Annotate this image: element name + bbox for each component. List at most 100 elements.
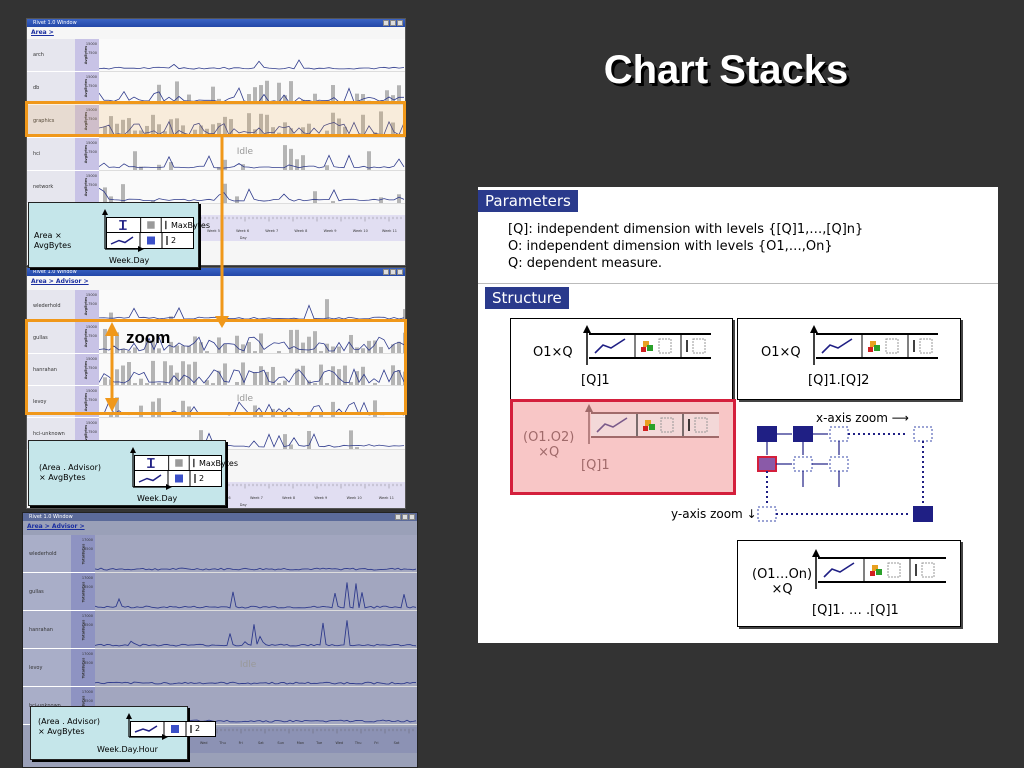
y-tick: 7500 <box>88 51 97 55</box>
data-bar <box>169 365 173 385</box>
data-line <box>95 567 417 571</box>
data-bar <box>109 312 113 321</box>
week-tick-label: Week 9 <box>323 229 337 233</box>
y-axis-label: AvgBytes <box>84 177 89 197</box>
data-bar <box>151 200 155 203</box>
minimize-icon[interactable] <box>383 20 389 26</box>
data-bar <box>373 400 377 417</box>
data-bar <box>397 341 401 353</box>
row-label: network <box>27 171 75 204</box>
minimize-icon[interactable] <box>383 269 389 275</box>
y-arrowhead <box>583 325 591 333</box>
data-bar <box>247 342 251 353</box>
window-title: Rivet 1.0 Window <box>33 20 77 26</box>
data-bar <box>391 365 395 385</box>
data-bar <box>169 316 173 321</box>
row-plot <box>99 290 405 322</box>
data-bar <box>271 127 275 137</box>
breadcrumb[interactable]: Area > Advisor > <box>31 278 89 285</box>
legend-measure: MaxBytes <box>199 458 238 468</box>
close-icon[interactable] <box>409 514 415 520</box>
data-bar <box>103 377 107 385</box>
day-tick-label: Thu <box>354 741 362 745</box>
legend-encoding-row: MaxBytes <box>135 456 238 471</box>
row-plot <box>95 611 417 649</box>
y-tick: 8500 <box>84 623 93 627</box>
data-bar <box>217 370 221 385</box>
y-arrowhead <box>102 209 108 215</box>
week-tick-label: Week 11 <box>381 229 397 233</box>
data-bar <box>235 134 239 137</box>
data-bar <box>283 95 287 104</box>
data-bar <box>157 383 161 385</box>
breadcrumb[interactable]: Area > Advisor > <box>27 523 85 530</box>
maximize-icon[interactable] <box>390 20 396 26</box>
mini-chart-glyphs <box>823 559 935 581</box>
data-bar <box>211 124 215 137</box>
window-titlebar: Rivet 1.0 Window <box>27 19 405 27</box>
dashed-slot <box>885 338 899 354</box>
close-icon[interactable] <box>397 20 403 26</box>
x-axis-title: Day <box>239 236 247 240</box>
row-label: wlederhold <box>23 535 71 573</box>
data-bar <box>211 86 215 104</box>
data-line <box>95 620 417 647</box>
y-arrowhead <box>812 549 820 557</box>
week-tick-label: Week 10 <box>346 496 362 500</box>
minimize-icon[interactable] <box>395 514 401 520</box>
data-bar <box>295 368 299 385</box>
data-bar <box>199 430 203 449</box>
green-square <box>649 424 655 430</box>
maximize-icon[interactable] <box>402 514 408 520</box>
data-bar <box>229 119 233 137</box>
y-arrowhead <box>585 404 593 412</box>
box-y-label: (O1…On) ×Q <box>752 567 813 597</box>
day-tick-label: Wed <box>335 741 344 745</box>
data-bar <box>115 123 119 137</box>
dashed-slot <box>887 562 901 578</box>
y-tick: 17000 <box>81 614 93 618</box>
data-bar <box>403 371 405 385</box>
data-bar <box>223 116 227 137</box>
row-chart <box>99 360 405 385</box>
data-bar <box>289 148 293 170</box>
data-bar <box>325 130 329 137</box>
dashed-slot <box>919 338 933 354</box>
data-bar <box>121 119 125 137</box>
week-tick-label: Week 8 <box>294 229 308 233</box>
data-bar <box>367 151 371 170</box>
y-axis-label: AvgBytes <box>84 111 89 131</box>
line-glyph <box>110 236 134 245</box>
close-icon[interactable] <box>397 269 403 275</box>
structure-box-4: (O1…On) ×Q [Q]1. … .[Q]1 <box>737 540 961 627</box>
breadcrumb[interactable]: Area > <box>31 29 54 36</box>
data-bar <box>325 383 329 385</box>
data-bar <box>247 113 251 137</box>
data-bar <box>115 369 119 385</box>
data-bar <box>139 378 143 385</box>
data-bar <box>145 383 149 385</box>
legend-encoding-row: 2 <box>135 471 221 486</box>
maximize-icon[interactable] <box>390 269 396 275</box>
data-bar <box>109 116 113 137</box>
data-bar <box>241 362 245 385</box>
data-bar <box>157 398 161 417</box>
day-tick-label: Mon <box>296 741 305 745</box>
idle-label: Idle <box>236 146 254 157</box>
dashed-slot <box>660 417 674 433</box>
data-bar <box>283 145 287 170</box>
data-bar <box>301 155 305 170</box>
data-bar <box>181 345 185 353</box>
data-bar <box>187 406 191 417</box>
row-chart <box>99 145 405 170</box>
data-bar <box>253 87 257 104</box>
